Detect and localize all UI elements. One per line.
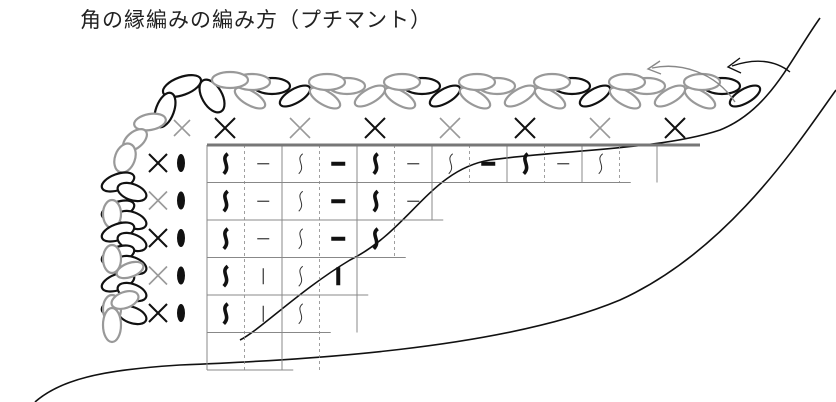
chain-loop: [458, 86, 492, 110]
chain-loop: [116, 181, 148, 203]
chain-loop: [607, 72, 647, 92]
chain-loop: [133, 112, 167, 132]
direction-arrow-black: [731, 60, 791, 73]
single-crochet-mark: [148, 190, 168, 211]
single-crochet-mark: [214, 117, 236, 139]
post-stitch-mark: [177, 191, 185, 210]
chain-loop: [532, 72, 572, 92]
chain-loops: [100, 70, 762, 344]
chain-loop: [278, 84, 312, 108]
grid-stitch-bold-wave: [372, 189, 380, 213]
grid-stitch-thin-wave: [298, 228, 304, 250]
chain-loop: [382, 72, 422, 92]
grid-stitch-bold-wave: [222, 189, 230, 213]
grid-stitch-bold-wave: [222, 152, 230, 176]
single-crochet-mark: [589, 117, 611, 139]
fabric-top-edge-curve: [239, 17, 821, 341]
grid-stitch-bold-wave: [372, 227, 380, 251]
chain-loop: [533, 86, 567, 110]
single-crochet-mark: [289, 117, 311, 139]
post-stitch-mark: [177, 266, 185, 285]
chain-loop: [457, 72, 497, 92]
diagram-title: 角の縁編みの編み方（プチマント）: [80, 8, 432, 32]
chain-loop: [653, 84, 687, 108]
grid-stitch-thin-wave: [298, 265, 304, 287]
grid-stitch-thin-wave: [298, 303, 304, 325]
chain-loop: [198, 78, 226, 114]
grid-stitch-thin-wave: [598, 153, 604, 175]
chain-loop: [353, 84, 387, 108]
chain-loop: [233, 86, 267, 110]
single-crochet-mark: [514, 117, 536, 139]
fabric-bottom-edge-curve: [34, 89, 836, 402]
chain-loop: [308, 86, 342, 110]
post-stitch-mark: [177, 229, 185, 247]
single-crochet-mark: [364, 117, 386, 139]
chain-loop: [578, 84, 612, 108]
chain-loop: [682, 72, 722, 92]
single-crochet-mark: [148, 153, 168, 173]
direction-arrow-gray: [651, 65, 736, 103]
grid-stitch-bold-wave: [222, 302, 230, 326]
single-crochet-mark: [439, 117, 461, 139]
chain-loop: [428, 84, 462, 108]
grid-stitch-bold-wave: [522, 152, 530, 176]
single-crochet-mark: [148, 265, 168, 286]
grid-stitch-thin-wave: [298, 190, 304, 212]
chain-loop: [101, 243, 123, 275]
chain-loop: [503, 84, 537, 108]
post-stitch-mark: [177, 304, 185, 322]
stitch-grid: [206, 145, 658, 371]
single-crochet-mark: [148, 303, 168, 323]
post-stitch-mark: [177, 154, 185, 172]
chain-loop: [210, 70, 250, 90]
grid-stitch-bold-wave: [372, 152, 380, 176]
grid-stitch-thin-wave: [298, 153, 304, 175]
single-crochet-symbols: [148, 117, 686, 323]
chain-loop: [161, 74, 203, 98]
single-crochet-mark: [173, 119, 191, 137]
direction-arrows: [646, 57, 791, 103]
chain-loop: [608, 86, 642, 110]
grid-stitch-bold-wave: [222, 264, 230, 288]
chain-loop: [115, 260, 145, 280]
grid-stitch-bold-wave: [222, 227, 230, 251]
chain-loop: [110, 289, 140, 311]
arrowhead-gray: [646, 60, 662, 75]
single-crochet-mark: [664, 117, 686, 139]
chain-loop: [683, 86, 717, 110]
chain-loop: [101, 306, 123, 344]
arrowhead-black: [726, 57, 742, 74]
chain-loop: [383, 86, 417, 110]
single-crochet-mark: [148, 228, 168, 248]
chain-loop: [728, 84, 762, 108]
grid-stitch-thin-wave: [448, 153, 454, 175]
chain-loop: [307, 72, 347, 92]
